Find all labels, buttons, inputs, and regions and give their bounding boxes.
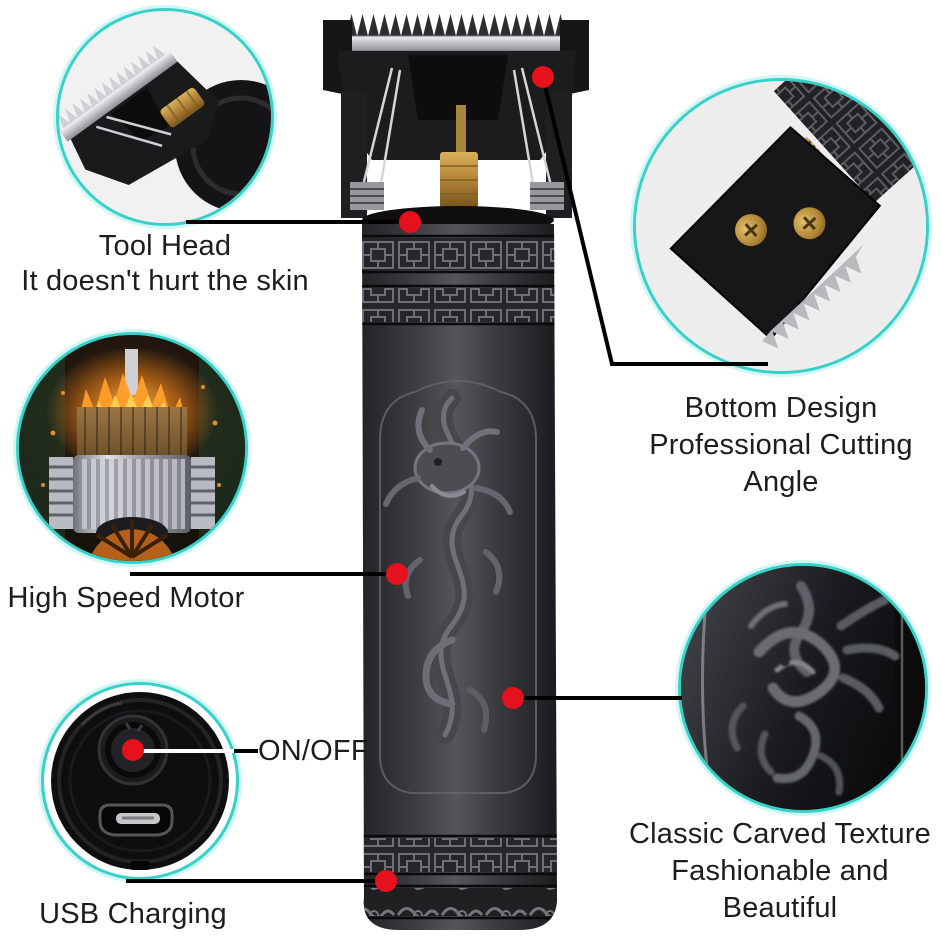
sparks xyxy=(41,385,221,487)
blade-teeth xyxy=(762,244,864,349)
usb-label: USB Charging xyxy=(13,897,253,932)
feature-image-bottom-design xyxy=(633,78,929,374)
carved-texture-label: Classic Carved Texture Fashionable and B… xyxy=(613,816,942,927)
motor-shaft xyxy=(125,349,138,395)
bottom-design-subtitle: Professional Cutting Angle xyxy=(649,429,913,498)
scroll-band-bottom xyxy=(362,888,557,916)
angled-blade-assembly xyxy=(59,45,220,185)
head-frame-shadow xyxy=(408,55,508,120)
dragon-carving xyxy=(383,389,513,744)
onoff-label: ON/OFF xyxy=(258,734,398,769)
bottom-design-label: Bottom Design Professional Cutting Angle xyxy=(616,390,942,501)
callout-dot-tool-head xyxy=(399,211,421,233)
carved-texture-subtitle: Fashionable and Beautiful xyxy=(671,855,889,924)
fan-wheel xyxy=(89,519,175,561)
greek-key-band-bottom xyxy=(362,838,557,872)
trimmer-blade-head xyxy=(323,14,589,218)
micro-usb-port xyxy=(98,803,174,837)
feature-image-tool-head xyxy=(56,8,274,226)
motor-side-fins xyxy=(49,457,215,529)
greek-key-band-top-1 xyxy=(362,238,557,270)
callout-dot-bottom-design xyxy=(532,66,554,88)
disk-highlight xyxy=(80,701,123,727)
bottom-design-photo xyxy=(636,81,926,371)
tool-head-title: Tool Head xyxy=(98,230,232,262)
onoff-text: ON/OFF xyxy=(258,735,369,767)
greek-key-band-top-2 xyxy=(362,288,557,322)
motor-title: High Speed Motor xyxy=(7,582,245,614)
band-separators xyxy=(362,234,557,920)
callout-dot-motor xyxy=(386,563,408,585)
feature-image-usb xyxy=(41,682,239,880)
embossed-dragon xyxy=(728,581,900,796)
body-edge-highlight xyxy=(700,589,711,787)
callout-dot-usb xyxy=(375,870,397,892)
head-coil-springs xyxy=(350,182,564,210)
carved-texture-title: Classic Carved Texture xyxy=(628,818,932,850)
brass-pin xyxy=(456,105,466,155)
callout-dot-carved xyxy=(502,687,524,709)
tool-head-label: Tool Head It doesn't hurt the skin xyxy=(5,229,325,299)
blade-back-plate xyxy=(669,81,926,349)
motor-label: High Speed Motor xyxy=(0,581,252,616)
feature-image-carved-texture xyxy=(678,563,928,813)
callout-dot-onoff xyxy=(122,739,144,761)
tool-head-photo xyxy=(59,11,271,223)
brass-screws xyxy=(735,207,826,247)
bottom-design-title: Bottom Design xyxy=(684,392,878,424)
tool-head-subtitle: It doesn't hurt the skin xyxy=(21,265,309,297)
callout-line-bottom-design xyxy=(541,76,768,366)
carved-panel-outline xyxy=(379,380,537,794)
brass-cylinder-ridges xyxy=(440,165,478,195)
base-notch xyxy=(130,861,150,870)
usb-text: USB Charging xyxy=(39,898,227,930)
carved-texture-photo xyxy=(681,566,925,810)
